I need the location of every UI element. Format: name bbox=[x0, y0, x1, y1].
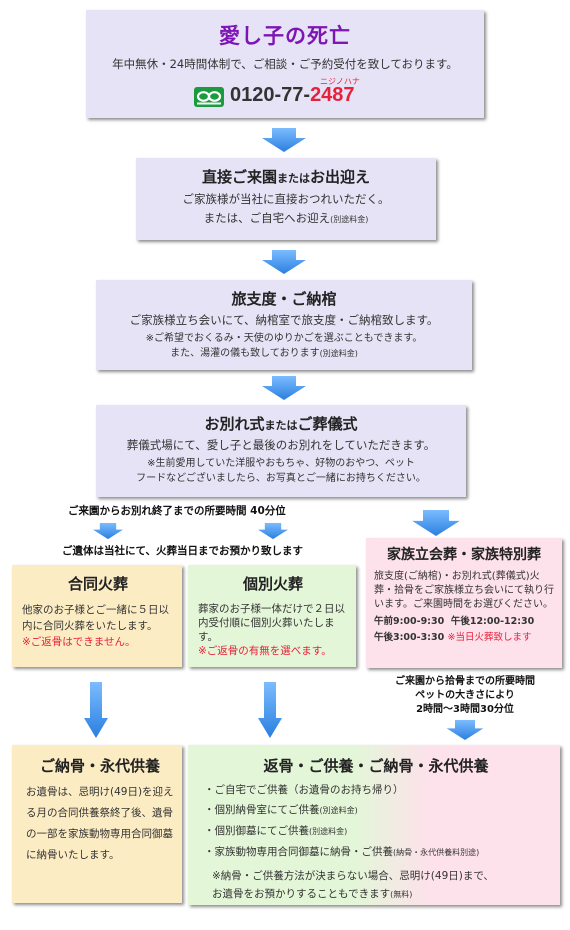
death-title: 愛し子の死亡 bbox=[219, 23, 351, 48]
phone-number: 0120-77-2487 bbox=[230, 84, 355, 107]
farewell-note2: フードなどございましたら、お写真とご一緒にお持ちください。 bbox=[136, 473, 426, 484]
arrival-line1: ご家族様が当社に直接おつれいただく。 bbox=[182, 192, 390, 206]
return-option: ・個別納骨室にてご供養(別途料金) bbox=[204, 800, 548, 821]
return-free-note: (無料) bbox=[390, 890, 413, 899]
individual-text: 葬家のお子様一体だけで２日以内受付順に個別火葬いたします。 bbox=[198, 603, 345, 643]
individual-cremation-box: 個別火葬 葬家のお子様一体だけで２日以内受付順に個別火葬いたします。 ※ご返骨の… bbox=[188, 565, 356, 667]
time-required-note: ご来園からお別れ終了までの所要時間 40分位 bbox=[68, 505, 286, 517]
family-times: 午前9:00-9:30 午後12:00-12:30 午後3:00-3:30 ※当… bbox=[374, 614, 554, 646]
return-footnote-line2: お遺骨をお預かりすることもできます(無料) bbox=[212, 885, 548, 904]
return-option-note: (別途料金) bbox=[309, 827, 348, 836]
eternal-memorial-box: ご納骨・永代供養 お遺骨は、忌明け(49日)を迎える月の合同供養祭終了後、遺骨の… bbox=[12, 745, 182, 903]
joint-note: ※ご返骨はできません。 bbox=[22, 636, 136, 648]
down-arrow-icon bbox=[412, 510, 460, 536]
family-time-afternoon: 午後3:00-3:30 bbox=[374, 632, 445, 643]
return-option-text: ・家族動物専用合同御墓に納骨・ご供養 bbox=[204, 846, 393, 858]
down-arrow-icon bbox=[258, 522, 288, 540]
phone-prefix: 0120-77- bbox=[230, 84, 311, 106]
family-title: 家族立会葬・家族特別葬 bbox=[387, 547, 541, 563]
family-same-day-note: ※当日火葬致します bbox=[447, 632, 532, 643]
family-cremation-box: 家族立会葬・家族特別葬 旅支度(ご納棺)・お別れ式(葬儀式)火葬・拾骨をご家族様… bbox=[366, 538, 562, 668]
arrival-fee-note: (別途料金) bbox=[330, 215, 369, 224]
family-time-row2: 午後3:00-3:30 ※当日火葬致します bbox=[374, 630, 554, 646]
down-arrow-icon bbox=[262, 250, 306, 274]
overnight-note: ご遺体は当社にて、火葬当日までお預かり致します bbox=[62, 545, 303, 557]
return-option: ・ご自宅でご供養（お遺骨のお持ち帰り） bbox=[204, 780, 548, 800]
bone-time-line1: ご来園から拾骨までの所要時間 bbox=[395, 676, 535, 687]
bone-time-line2: ペットの大きさにより bbox=[415, 690, 515, 701]
arrival-title-a: 直接ご来園 bbox=[201, 168, 277, 186]
family-time-morning: 午前9:00-9:30 bbox=[374, 616, 445, 627]
return-options-list: ・ご自宅でご供養（お遺骨のお持ち帰り） ・個別納骨室にてご供養(別途料金) ・個… bbox=[204, 780, 548, 863]
encoffin-note2-text: また、湯灌の儀も致しております bbox=[170, 348, 320, 359]
phone-block[interactable]: ニジノハナ 0120-77-2487 bbox=[194, 76, 384, 110]
family-time-row1: 午前9:00-9:30 午後12:00-12:30 bbox=[374, 614, 554, 630]
encoffin-title: 旅支度・ご納棺 bbox=[231, 290, 337, 308]
return-footnote-line1: ※納骨・ご供養方法が決まらない場合、忌明け(49日)まで、 bbox=[212, 870, 494, 882]
reception-text: 年中無休・24時間体制で、ご相談・ご予約受付を致しております。 bbox=[112, 57, 458, 71]
arrival-line2-text: または、ご自宅へお迎え bbox=[203, 211, 331, 225]
joint-title: 合同火葬 bbox=[67, 575, 128, 593]
return-title: 返骨・ご供養・ご納骨・永代供養 bbox=[263, 757, 489, 775]
arrival-title-b: または bbox=[277, 172, 310, 185]
down-arrow-icon bbox=[84, 682, 108, 738]
arrival-box: 直接ご来園またはお出迎え ご家族様が当社に直接おつれいただく。 または、ご自宅へ… bbox=[136, 158, 436, 240]
encoffin-note1: ※ご希望でおくるみ・天使のゆりかごを選ぶこともできます。 bbox=[145, 333, 423, 344]
farewell-box: お別れ式またはご葬儀式 葬儀式場にて、愛し子と最後のお別れをしていただきます。 … bbox=[96, 405, 466, 497]
return-footnote-line2-text: お遺骨をお預かりすることもできます bbox=[212, 888, 391, 900]
individual-title: 個別火葬 bbox=[242, 575, 303, 593]
return-footnote: ※納骨・ご供養方法が決まらない場合、忌明け(49日)まで、 お遺骨をお預かりする… bbox=[204, 867, 548, 904]
down-arrow-icon bbox=[262, 376, 306, 400]
phone-reading: ニジノハナ bbox=[320, 77, 360, 86]
family-time-noon: 午後12:00-12:30 bbox=[450, 616, 535, 627]
return-option-note: (納骨・永代供養料別途) bbox=[393, 848, 480, 857]
bone-time-line3: 2時間〜3時間30分位 bbox=[416, 704, 514, 715]
bone-time-note: ご来園から拾骨までの所要時間 ペットの大きさにより 2時間〜3時間30分位 bbox=[370, 675, 560, 717]
farewell-title-b: または bbox=[264, 419, 298, 432]
down-arrow-icon bbox=[262, 128, 306, 152]
return-option-text: ・個別納骨室にてご供養 bbox=[204, 804, 320, 816]
return-option-note: (別途料金) bbox=[319, 806, 358, 815]
arrival-title: 直接ご来園またはお出迎え bbox=[136, 166, 436, 187]
eternal-text: お遺骨は、忌明け(49日)を迎える月の合同供養祭終了後、遺骨の一部を家族動物専用… bbox=[26, 786, 174, 861]
farewell-title: お別れ式またはご葬儀式 bbox=[96, 413, 466, 434]
joint-cremation-box: 合同火葬 他家のお子様とご一緒に５日以内に合同火葬をいたします。 ※ご返骨はでき… bbox=[12, 565, 182, 667]
joint-text: 他家のお子様とご一緒に５日以内に合同火葬をいたします。 bbox=[22, 604, 169, 632]
down-arrow-icon bbox=[258, 682, 282, 738]
return-option: ・個別御墓にてご供養(別途料金) bbox=[204, 821, 548, 842]
individual-note: ※ご返骨の有無を選べます。 bbox=[198, 645, 332, 657]
phone-suffix: 2487 bbox=[310, 84, 355, 106]
family-text: 旅支度(ご納棺)・お別れ式(葬儀式)火葬・拾骨をご家族様立ち会いにて執り行います… bbox=[374, 571, 554, 610]
eternal-title: ご納骨・永代供養 bbox=[39, 757, 160, 775]
freedial-icon bbox=[194, 87, 224, 107]
encoffin-line1: ご家族様立ち会いにて、納棺室で旅支度・ご納棺致します。 bbox=[129, 313, 439, 327]
return-option: ・家族動物専用合同御墓に納骨・ご供養(納骨・永代供養料別途) bbox=[204, 842, 548, 863]
down-arrow-icon bbox=[446, 720, 484, 740]
farewell-title-a: お別れ式 bbox=[204, 415, 265, 433]
encoffin-fee-note: (別途料金) bbox=[319, 349, 358, 358]
encoffin-box: 旅支度・ご納棺 ご家族様立ち会いにて、納棺室で旅支度・ご納棺致します。 ※ご希望… bbox=[96, 280, 472, 370]
farewell-title-c: ご葬儀式 bbox=[297, 415, 358, 433]
farewell-note1: ※生前愛用していた洋服やおもちゃ、好物のおやつ、ペット bbox=[147, 458, 415, 469]
return-option-text: ・個別御墓にてご供養 bbox=[204, 825, 309, 837]
arrival-title-c: お出迎え bbox=[310, 168, 371, 186]
return-memorial-box: 返骨・ご供養・ご納骨・永代供養 ・ご自宅でご供養（お遺骨のお持ち帰り） ・個別納… bbox=[188, 745, 560, 905]
death-box: 愛し子の死亡 年中無休・24時間体制で、ご相談・ご予約受付を致しております。 ニ… bbox=[86, 10, 484, 118]
encoffin-note2: また、湯灌の儀も致しております(別途料金) bbox=[96, 346, 472, 361]
farewell-line1: 葬儀式場にて、愛し子と最後のお別れをしていただきます。 bbox=[126, 438, 436, 452]
arrival-line2: または、ご自宅へお迎え(別途料金) bbox=[136, 209, 436, 229]
return-option-text: ・ご自宅でご供養（お遺骨のお持ち帰り） bbox=[204, 784, 404, 796]
down-arrow-icon bbox=[93, 522, 123, 540]
